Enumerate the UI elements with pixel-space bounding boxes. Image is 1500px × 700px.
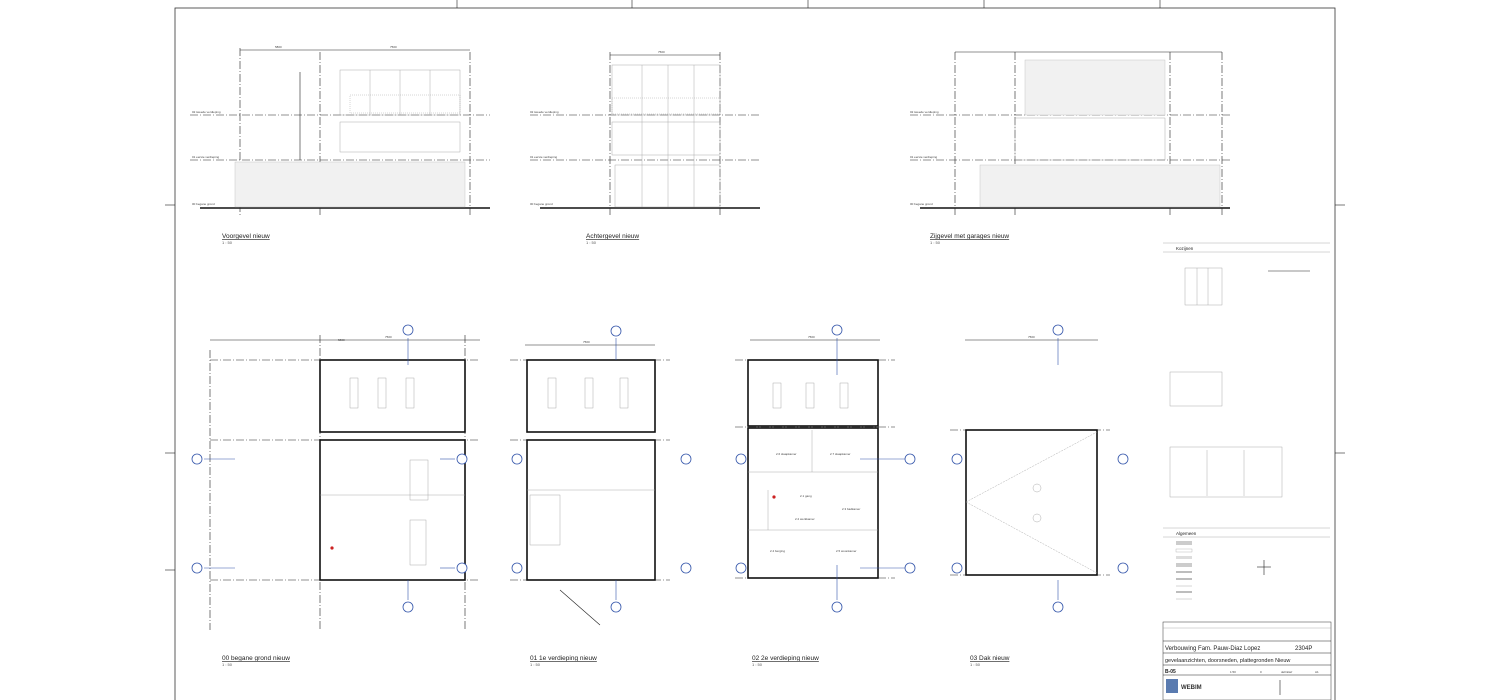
sheet-frame — [165, 0, 1345, 700]
level-label: 02 tweede verdieping — [530, 110, 559, 114]
legend-algemeen: Algemeen — [1163, 527, 1330, 600]
view-scale: 1 : 50 — [222, 662, 233, 667]
view-scale: 1 : 50 — [586, 240, 597, 245]
view-title: 02 2e verdieping nieuw — [752, 655, 819, 662]
room-label: 2.5 woonkamer — [836, 549, 857, 553]
dimension-label: 7500 — [385, 335, 392, 339]
room-label: 2.1 gang — [800, 494, 812, 498]
project-name: Verbouwing Fam. Pauw-Diaz Lopez — [1165, 646, 1260, 652]
view-title: 01 1e verdieping nieuw — [530, 655, 597, 662]
company-logo: WEBIM — [1181, 685, 1202, 691]
floorplan-1e-verdieping: 7500 01 1e verdieping nieuw 1 : 50 — [510, 340, 670, 667]
legend-kozijnen: Kozijnen — [1163, 242, 1330, 498]
view-scale: 1 : 50 — [530, 662, 541, 667]
view-scale: 1 : 50 — [970, 662, 981, 667]
paper-format: A1 — [1315, 670, 1319, 674]
revision: 0 — [1260, 670, 1262, 674]
status: definitief — [1281, 670, 1292, 674]
dimension-label: 7500 — [808, 335, 815, 339]
view-scale: 1 : 50 — [752, 662, 763, 667]
view-scale: 1 : 50 — [930, 240, 941, 245]
room-label: 2.2 werkkamer — [795, 517, 815, 521]
room-label: 2.3 badkamer — [842, 507, 860, 511]
dimension-label: 7500 — [390, 45, 397, 49]
legend-heading: Kozijnen — [1176, 246, 1194, 251]
level-label: 02 tweede verdieping — [910, 110, 939, 114]
dimension-label: 5800 — [338, 338, 345, 342]
dimension-label: 7500 — [583, 340, 590, 344]
view-title: Achtergevel nieuw — [586, 233, 639, 240]
drawing-scale: 1:50 — [1230, 670, 1236, 674]
elevation-zijgevel: 02 tweede verdieping 01 eerste verdiepin… — [910, 51, 1230, 245]
floorplan-dak: 7500 03 Dak nieuw 1 : 50 — [950, 335, 1110, 667]
level-label: 00 begane grond — [530, 202, 553, 206]
title-block: Verbouwing Fam. Pauw-Diaz Lopez 2304P ge… — [1162, 621, 1332, 700]
level-label: 02 tweede verdieping — [192, 110, 221, 114]
level-label: 01 eerste verdieping — [192, 155, 220, 159]
view-scale: 1 : 50 — [222, 240, 233, 245]
room-label: 2.6 slaapkamer — [776, 452, 797, 456]
elevation-voorgevel: 02 tweede verdieping 01 eerste verdiepin… — [190, 45, 490, 245]
view-title: 00 begane grond nieuw — [222, 655, 290, 662]
level-label: 01 eerste verdieping — [530, 155, 558, 159]
view-title: 03 Dak nieuw — [970, 655, 1010, 662]
room-label: 2.4 berging — [770, 549, 785, 553]
dimension-label: 5800 — [275, 45, 282, 49]
dimension-label: 7500 — [1028, 335, 1035, 339]
elevation-achtergevel: 02 tweede verdieping 01 eerste verdiepin… — [530, 50, 760, 245]
grid-markers — [191, 324, 1129, 613]
project-number: 2304P — [1295, 646, 1312, 652]
view-title: Zijgevel met garages nieuw — [930, 233, 1009, 240]
level-label: 01 eerste verdieping — [910, 155, 938, 159]
drawing-description: gevelaanzichten, doorsneden, plattegrond… — [1165, 658, 1290, 664]
floorplan-2e-verdieping: 2.6 slaapkamer 2.7 slaapkamer 2.1 gang 2… — [735, 335, 895, 667]
floorplan-begane-grond: 5800 7500 00 begane grond nieuw 1 : 50 — [209, 335, 480, 667]
room-label: 2.7 slaapkamer — [830, 452, 851, 456]
view-title: Voorgevel nieuw — [222, 233, 270, 240]
legend-heading: Algemeen — [1176, 531, 1197, 536]
drawing-number: B-05 — [1165, 669, 1176, 675]
company-logo-mark — [1166, 679, 1178, 693]
dimension-label: 7500 — [658, 50, 665, 54]
level-label: 00 begane grond — [910, 202, 933, 206]
level-label: 00 begane grond — [192, 202, 215, 206]
